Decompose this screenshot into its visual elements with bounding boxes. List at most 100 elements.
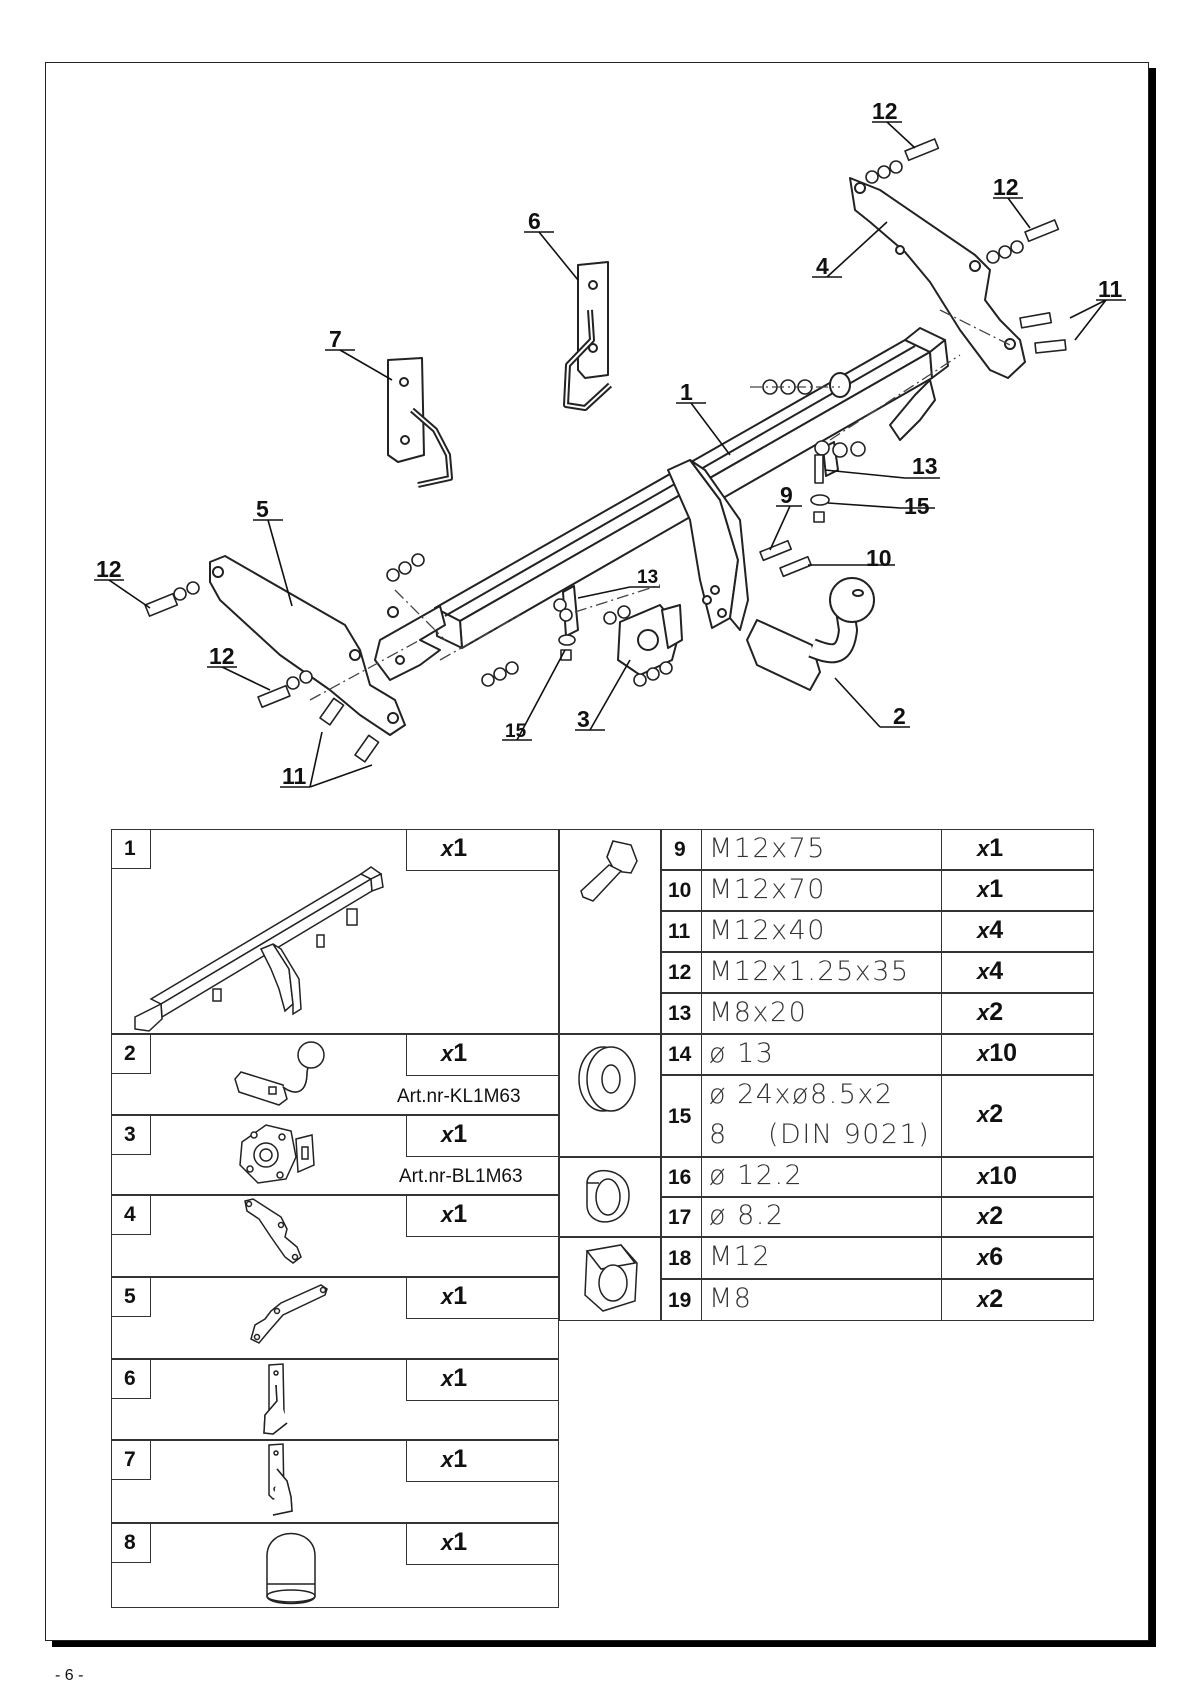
- washer-icon: [578, 1046, 636, 1112]
- spring-washer-icon: [586, 1170, 630, 1223]
- part-number-box: [111, 1195, 151, 1235]
- callout-5: 5: [256, 496, 269, 522]
- hardware-spec-line-2: 8 (DIN 9021): [709, 1119, 931, 1150]
- part-number: 4: [124, 1203, 136, 1226]
- hardware-quantity: x6: [977, 1243, 1004, 1271]
- hardware-row-9: [661, 829, 1094, 870]
- callout-7: 7: [329, 326, 342, 352]
- hardware-number: 19: [668, 1289, 692, 1312]
- crossbar-part-1: [374, 327, 949, 681]
- exploded-assembly-drawing: 12 12 6 4 11 7 1 13 9 15 5 12 13 10 12 3…: [94, 98, 1126, 789]
- part-number-box: [111, 1359, 151, 1399]
- hardware-spec: ø 13: [709, 1038, 775, 1069]
- socket-plate-thumbnail: [239, 1124, 315, 1184]
- bracket-6-thumbnail: [263, 1363, 288, 1435]
- hardware-quantity: x2: [977, 1202, 1004, 1230]
- side-bracket-part-4: [849, 177, 1026, 379]
- part-number: 1: [124, 837, 136, 860]
- socket-plate-part-3: [617, 604, 683, 676]
- hardware-spec: M12x1.25x35: [709, 956, 910, 987]
- hardware-number: 15: [668, 1105, 692, 1128]
- hardware-spec: ø 24xø8.5x2: [709, 1079, 894, 1110]
- bracket-7-thumbnail: [268, 1443, 293, 1516]
- hardware-row-18: [661, 1237, 1094, 1279]
- callout-15-left: 15: [505, 721, 527, 742]
- quantity-box: [406, 1359, 559, 1401]
- part-number-box: [111, 1523, 151, 1563]
- hardware-quantity: x1: [977, 875, 1004, 903]
- hardware-quantity: x2: [977, 1285, 1004, 1313]
- callout-13-right: 13: [912, 453, 938, 479]
- side-bracket-4-thumbnail: [244, 1198, 302, 1264]
- part-number-box: [111, 829, 151, 869]
- hardware-row-14: [661, 1034, 1094, 1075]
- part-quantity: x1: [441, 1039, 468, 1067]
- callout-12-right: 12: [993, 174, 1019, 200]
- part-number: 3: [124, 1123, 136, 1146]
- towball-part-2: [746, 577, 875, 691]
- quantity-box: [406, 1523, 559, 1565]
- hardware-spec: ø 12.2: [709, 1160, 804, 1191]
- hardware-row-10: [661, 870, 1094, 911]
- hardware-spec: M8: [709, 1283, 753, 1314]
- part-number: 6: [124, 1367, 136, 1390]
- hardware-quantity: x4: [977, 916, 1004, 944]
- bracket-part-6: [563, 261, 613, 411]
- callout-9: 9: [780, 482, 793, 508]
- part-number: 2: [124, 1042, 136, 1065]
- hardware-spec: M12x40: [709, 915, 826, 946]
- hardware-spec: ø 8.2: [709, 1200, 785, 1231]
- quantity-box: [406, 1115, 559, 1157]
- callout-11-bottom: 11: [282, 763, 307, 789]
- hardware-number: 9: [674, 838, 686, 861]
- quantity-box: [406, 829, 559, 871]
- hardware-row-12: [661, 952, 1094, 993]
- side-bracket-part-5: [209, 555, 406, 736]
- part-number-box: [111, 1115, 151, 1155]
- part-quantity: x1: [441, 1120, 468, 1148]
- hardware-row-11: [661, 911, 1094, 952]
- part-quantity: x1: [441, 1445, 468, 1473]
- number-column: [661, 829, 702, 1321]
- parts-table: 1 x1 2 x1 Art.nr-KL1M63 3 x1 Art.nr-BL1M…: [111, 829, 1094, 1608]
- bracket-part-7: [387, 357, 453, 488]
- part-number: 5: [124, 1285, 136, 1308]
- hardware-quantity: x10: [977, 1039, 1018, 1067]
- hardware-row-15: [661, 1075, 1094, 1157]
- hardware-number: 16: [668, 1166, 692, 1189]
- hardware-number: 18: [668, 1247, 692, 1270]
- hardware-number: 12: [668, 961, 692, 984]
- hardware-spec: M8x20: [709, 997, 808, 1028]
- hardware-quantity: x2: [977, 1100, 1004, 1128]
- part-quantity: x1: [441, 1364, 468, 1392]
- hardware-quantity: x1: [977, 834, 1004, 862]
- callout-12-bottom: 12: [209, 643, 235, 669]
- part-quantity: x1: [441, 1200, 468, 1228]
- quantity-box: [406, 1440, 559, 1482]
- towball-thumbnail: [234, 1041, 325, 1106]
- hardware-quantity: x4: [977, 957, 1004, 985]
- quantity-box: [406, 1034, 559, 1076]
- ball-cover-cap-thumbnail: [266, 1532, 316, 1605]
- hardware-spec: M12x70: [709, 874, 826, 905]
- callout-6: 6: [528, 208, 541, 234]
- hardware-quantity: x10: [977, 1162, 1018, 1190]
- hardware-quantity: x2: [977, 998, 1004, 1026]
- part-number-box: [111, 1277, 151, 1317]
- article-number: Art.nr-KL1M63: [397, 1086, 521, 1107]
- part-quantity: x1: [441, 1282, 468, 1310]
- fasteners: [144, 138, 1067, 763]
- hardware-spec: M12x75: [709, 833, 826, 864]
- hardware-number: 13: [668, 1002, 692, 1025]
- callout-2: 2: [893, 703, 906, 729]
- hardware-row-19: [661, 1279, 1094, 1321]
- part-number: 8: [124, 1531, 136, 1554]
- hardware-number: 10: [668, 879, 692, 902]
- article-number: Art.nr-BL1M63: [399, 1166, 523, 1187]
- callout-13-left: 13: [637, 567, 658, 588]
- quantity-column: [941, 829, 1094, 1321]
- part-quantity: x1: [441, 1528, 468, 1556]
- page-number: - 6 -: [55, 1667, 84, 1684]
- bolt-icon: [580, 840, 638, 902]
- hardware-row-17: [661, 1197, 1094, 1237]
